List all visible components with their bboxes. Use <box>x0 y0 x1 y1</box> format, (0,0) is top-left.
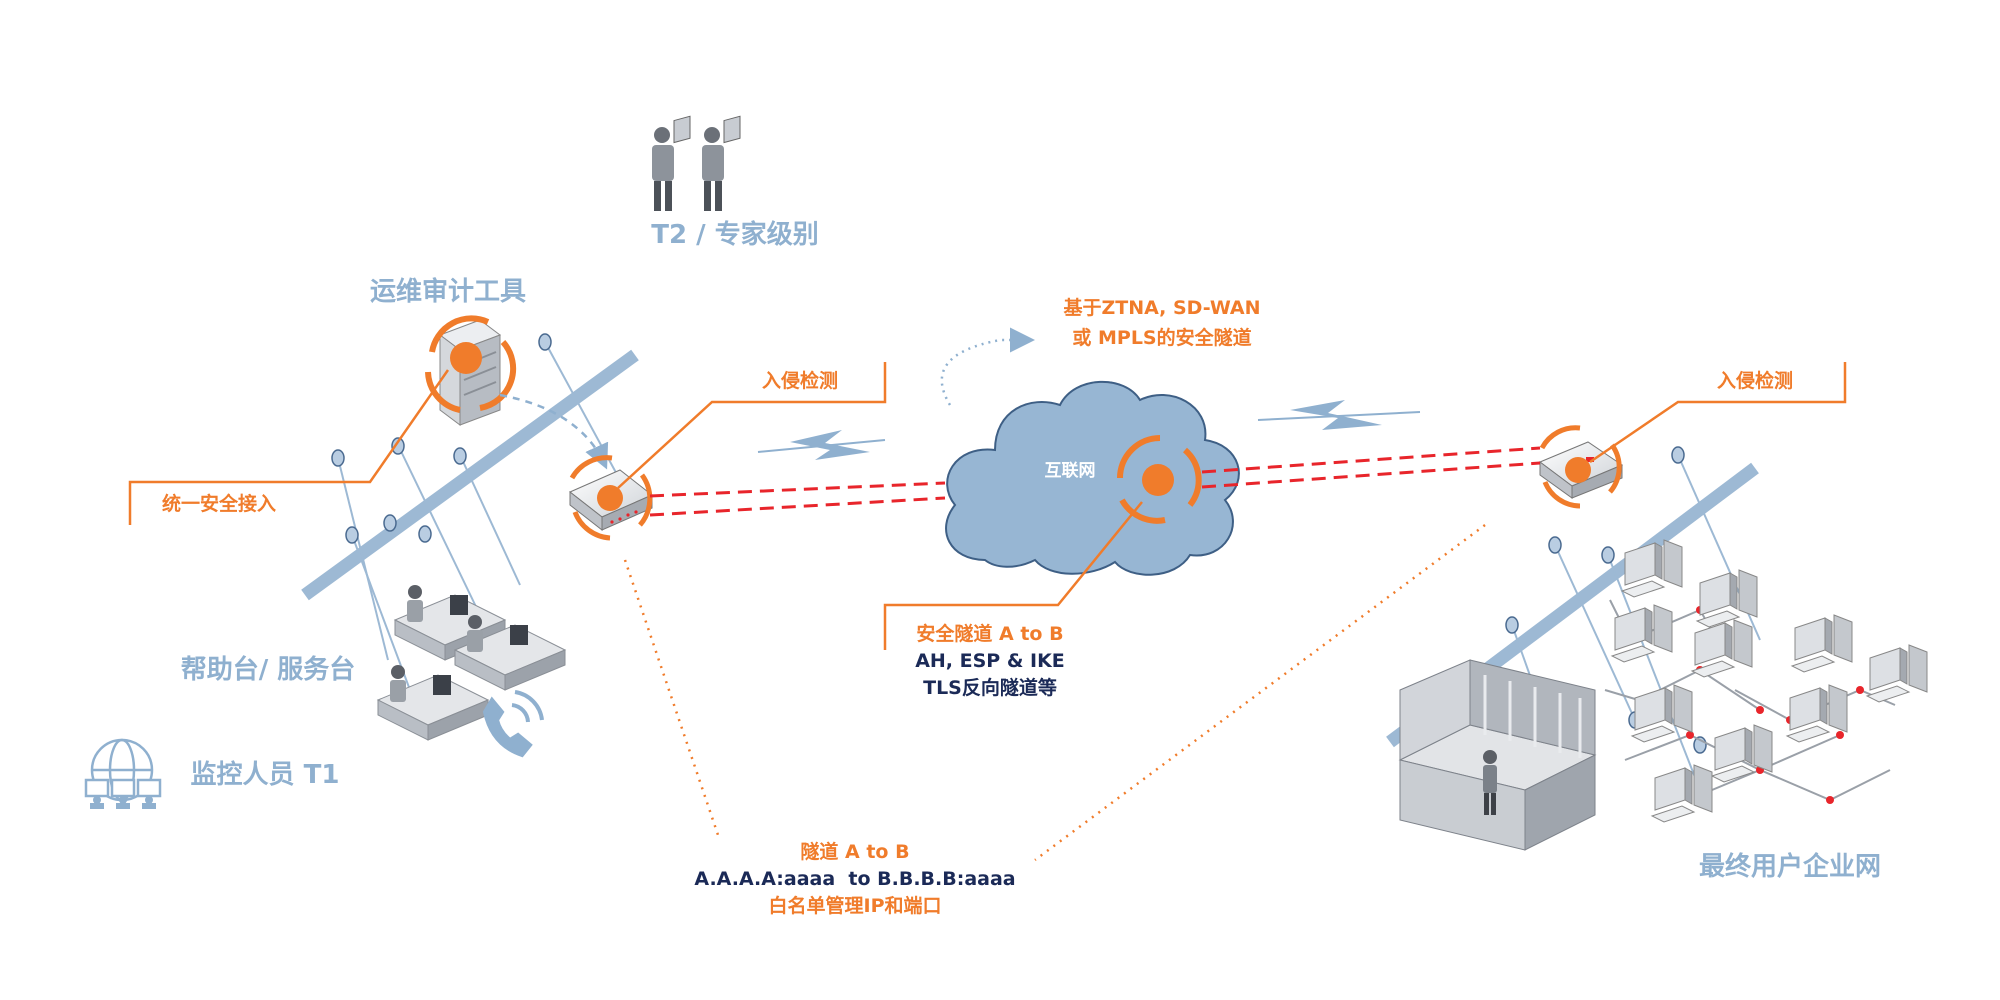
tunnel-type-arrow <box>940 327 1035 406</box>
ids-right-label: 入侵检测 <box>1717 369 1793 392</box>
diagram-labels: T2 / 专家级别 运维审计工具 统一安全接入 入侵检测 基于ZTNA, SD-… <box>162 219 1881 917</box>
left-backbone <box>301 333 639 691</box>
tunnel-ab-line2: A.A.A.A:aaaa to B.B.B.B:aaaa <box>694 868 1015 890</box>
enterprise-pc <box>1620 539 1683 598</box>
tunnel-ab-dotted-lines <box>623 523 1486 862</box>
wireless-signal-right <box>1257 400 1421 430</box>
enterprise-pc <box>1695 569 1758 628</box>
enterprise-pc <box>1690 619 1753 678</box>
monitoring-icon <box>84 738 162 809</box>
ids-left-label: 入侵检测 <box>762 369 838 392</box>
internet-cloud <box>945 380 1240 576</box>
secure-tunnel-line3: TLS反向隧道等 <box>923 676 1057 699</box>
enterprise-pc <box>1650 764 1713 823</box>
wireless-signal-left <box>757 430 886 460</box>
enterprise-pc <box>1790 614 1853 673</box>
internet-label: 互联网 <box>1045 461 1096 481</box>
enterprise-pc <box>1610 604 1673 663</box>
secure-tunnel-lines <box>649 446 1541 517</box>
audit-tool-label: 运维审计工具 <box>370 276 526 307</box>
enterprise-pc <box>1630 684 1693 743</box>
tunnel-ab-line3: 白名单管理IP和端口 <box>769 894 942 917</box>
monitor-t1-label: 监控人员 T1 <box>191 760 340 790</box>
cloud-focus-dot <box>1142 464 1174 496</box>
enterprise-computers-icon <box>1604 539 1928 823</box>
secure-tunnel-line2: AH, ESP & IKE <box>915 650 1065 672</box>
enterprise-pc <box>1710 724 1773 783</box>
right-gateway-focus-dot <box>1565 457 1591 483</box>
enterprise-pc <box>1865 644 1928 703</box>
left-gateway-focus-dot <box>597 485 623 511</box>
secure-tunnel-title: 安全隧道 A to B <box>916 622 1063 645</box>
unified-access-label: 统一安全接入 <box>162 492 276 515</box>
t2-label: T2 / 专家级别 <box>651 219 818 250</box>
audit-focus-ring <box>425 315 517 413</box>
phone-icon <box>482 690 544 758</box>
t2-expert-icon <box>652 115 741 211</box>
left-gateway-focus-ring <box>569 455 653 541</box>
right-gateway-focus-ring <box>1539 425 1622 509</box>
tunnel-ab-title: 隧道 A to B <box>800 840 909 863</box>
helpdesk-label: 帮助台/ 服务台 <box>181 654 356 685</box>
datacenter-racks-icon <box>1398 659 1597 851</box>
cloud-focus-ring <box>1117 435 1202 524</box>
audit-to-gateway-arc <box>499 393 609 470</box>
tunnel-type-line1: 基于ZTNA, SD-WAN <box>1062 296 1260 319</box>
audit-focus-dot <box>450 342 482 374</box>
enterprise-label: 最终用户企业网 <box>1699 851 1881 882</box>
callout-lines <box>128 362 1847 650</box>
enterprise-pc <box>1785 684 1848 743</box>
tunnel-type-line2: 或 MPLS的安全隧道 <box>1072 326 1251 349</box>
helpdesk-workstations-icon <box>376 585 567 741</box>
